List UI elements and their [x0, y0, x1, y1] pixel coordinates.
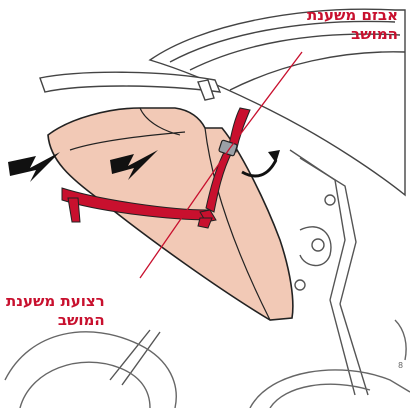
seat-buckle-label-line2: המושב — [307, 25, 398, 44]
arrow-left-icon — [8, 152, 60, 182]
seat-buckle-label-line1: אבזם משענת — [307, 6, 398, 25]
figure-mark: 8 — [398, 361, 403, 370]
seat-strap-label-line2: המושב — [6, 311, 105, 330]
handlebar — [40, 72, 220, 100]
seat-strap-label-line1: רצועת משענת — [6, 292, 105, 311]
seat-buckle-label: אבזם משענת המושב — [307, 6, 398, 44]
seat-strap-label: רצועת משענת המושב — [6, 292, 105, 330]
